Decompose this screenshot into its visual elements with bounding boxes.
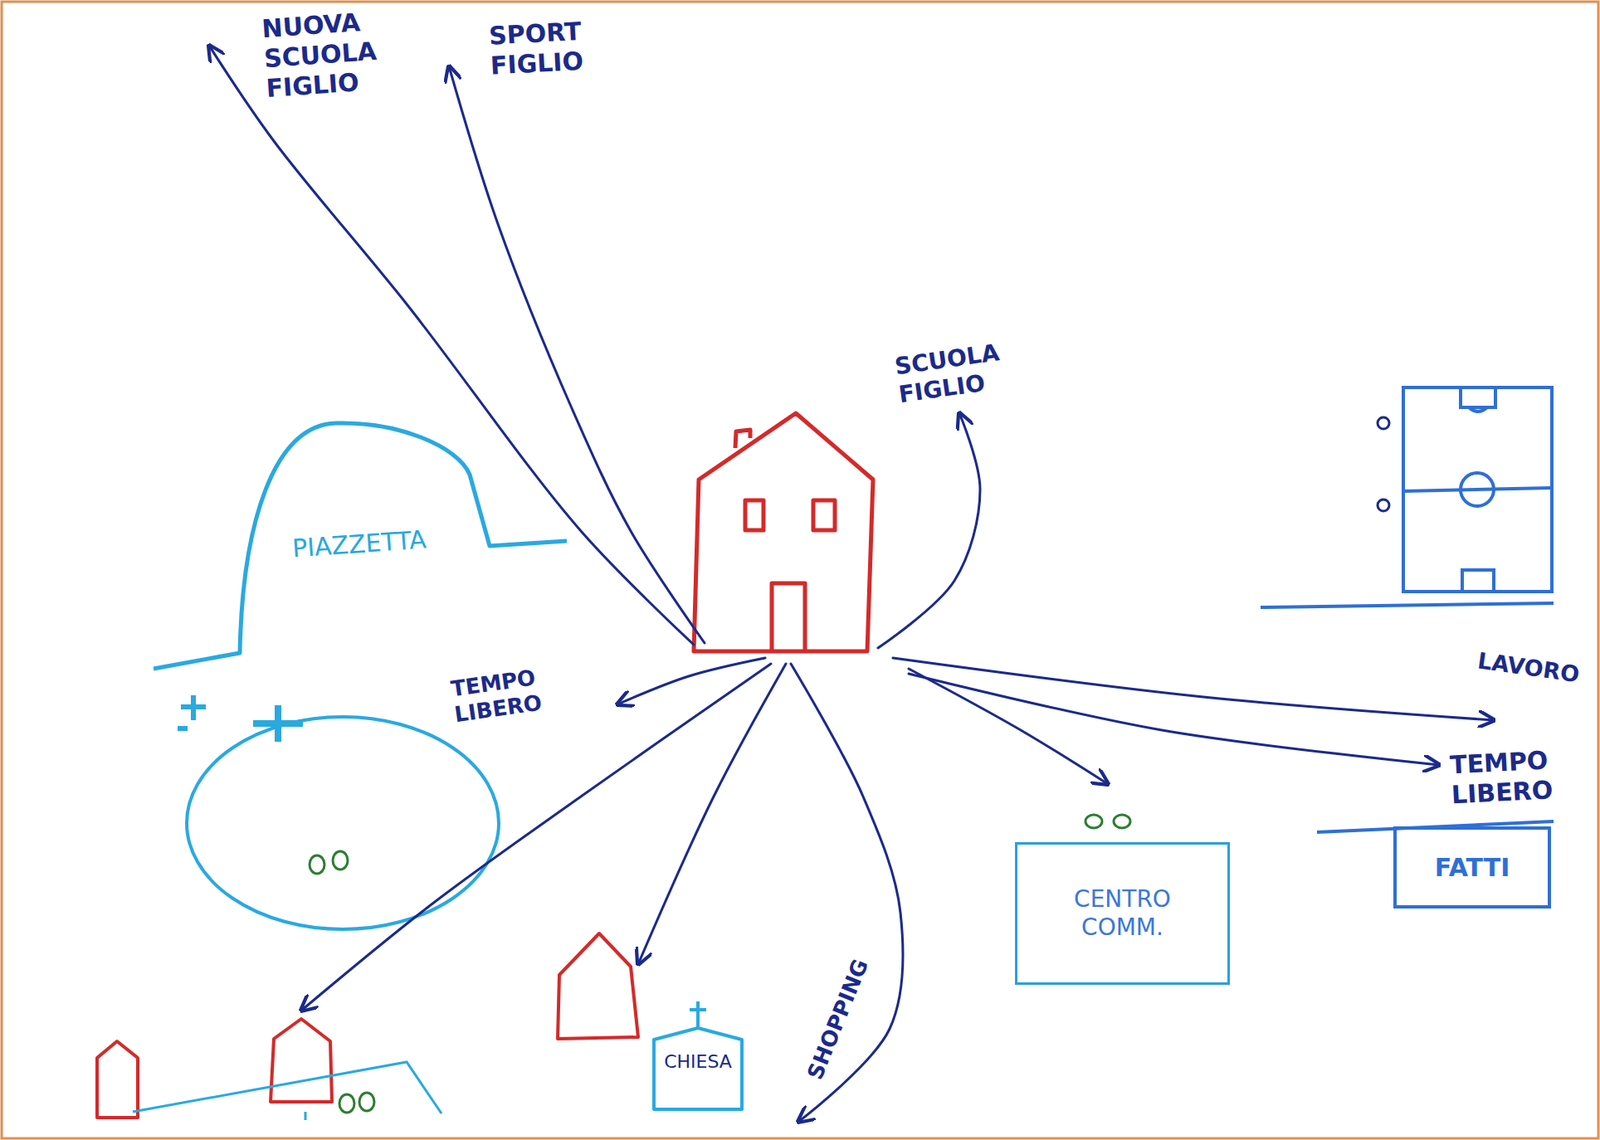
node-text: PIAZZETTA [291, 524, 428, 564]
church-shape: CHIESA [651, 1000, 745, 1113]
trip-arrow [908, 673, 1440, 766]
destination-label: LAVORO [1475, 647, 1595, 691]
church-outline [653, 1028, 742, 1110]
cross-symbol [177, 695, 206, 729]
person-mark [1113, 814, 1131, 829]
mall-box: CENTRO COMM. [1014, 842, 1230, 986]
trip-arrow [448, 66, 705, 644]
destination-label: TEMPO LIBERO [1448, 742, 1598, 810]
person-mark [339, 1094, 355, 1113]
football-field [1260, 387, 1554, 608]
house-outline [97, 1041, 138, 1118]
field-goal-area [1460, 387, 1496, 412]
people-marks [309, 814, 1131, 1113]
trip-arrow [878, 413, 981, 649]
house-window [813, 500, 835, 531]
trip-arrow [617, 658, 766, 705]
arrow-label: SHOPPING [798, 945, 879, 1094]
street-tick [304, 1112, 308, 1121]
node-text: CHIESA [663, 1051, 732, 1074]
hill-outline [153, 423, 567, 669]
house-chimney [735, 429, 751, 449]
destination-label: SPORT FIGLIO [487, 14, 608, 81]
house-door [771, 583, 805, 652]
home-house [693, 413, 874, 652]
spectator-mark [1377, 417, 1390, 430]
house-outline [557, 933, 639, 1040]
destination-label: TEMPO LIBERO [448, 659, 580, 729]
trip-arrow [908, 668, 1108, 785]
place-box: FATTI [1393, 826, 1552, 909]
node-text: FATTI [1434, 853, 1511, 883]
trip-arrow [790, 663, 903, 1122]
field-outline [1403, 387, 1552, 592]
park-area [186, 717, 499, 930]
trip-arrow [892, 658, 1494, 721]
person-mark [309, 855, 325, 874]
field-midline [1403, 487, 1552, 492]
church-cross [689, 1001, 707, 1029]
house-outline [270, 1019, 332, 1103]
trip-arrow [638, 663, 786, 965]
person-mark [332, 851, 348, 870]
square-area: PIAZZETTA [149, 414, 573, 673]
cross-symbol [253, 705, 303, 742]
house-window [745, 500, 764, 531]
person-mark [1085, 814, 1103, 829]
destination-label: SCUOLA FIGLIO [892, 336, 1025, 409]
person-mark [359, 1092, 375, 1112]
destination-label: NUOVA SCUOLA FIGLIO [260, 5, 391, 104]
field-circle [1460, 473, 1494, 507]
relatives-houses [97, 933, 639, 1118]
street-line [132, 1062, 442, 1114]
trip-arrow [209, 45, 694, 645]
node-text: CENTRO COMM. [1060, 885, 1186, 942]
house-outline [693, 413, 874, 652]
ground-line [1260, 603, 1554, 608]
spectator-mark [1377, 499, 1390, 512]
field-goal-area [1462, 570, 1494, 592]
